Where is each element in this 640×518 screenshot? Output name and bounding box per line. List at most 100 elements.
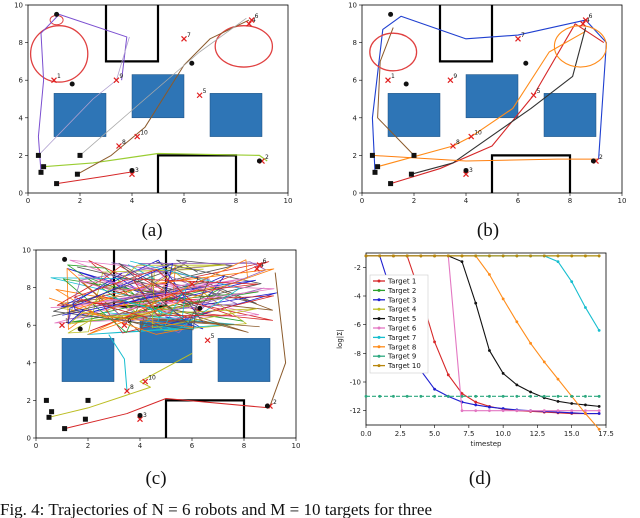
legend-label: Target 1 bbox=[387, 278, 416, 286]
series-point-8 bbox=[529, 341, 532, 345]
target-marker bbox=[196, 92, 203, 99]
y-tick-label: -6 bbox=[354, 321, 362, 329]
y-tick-label: 2 bbox=[19, 152, 23, 160]
series-point-5 bbox=[515, 383, 519, 387]
robot-end-marker bbox=[523, 60, 529, 66]
robot-end-marker bbox=[54, 11, 60, 17]
legend-swatch-dot bbox=[377, 364, 381, 368]
caption-c: (c) bbox=[145, 468, 167, 489]
target-marker bbox=[181, 35, 187, 42]
series-point-6 bbox=[570, 409, 574, 413]
figure-caption: Fig. 4: Trajectories of N = 6 robots and… bbox=[0, 500, 432, 518]
series-point-5 bbox=[570, 402, 574, 405]
series-point-7 bbox=[597, 329, 601, 332]
robot-end-marker bbox=[137, 412, 143, 418]
series-point-5 bbox=[474, 301, 478, 305]
series-point-1 bbox=[446, 373, 450, 377]
target-label: 1 bbox=[65, 318, 69, 325]
x-tick-label: 15.0 bbox=[564, 430, 580, 438]
legend-label: Target 6 bbox=[387, 325, 417, 333]
series-point-7 bbox=[584, 306, 587, 309]
target-marker bbox=[468, 133, 475, 140]
target-marker bbox=[530, 92, 537, 99]
x-tick-label: 0.0 bbox=[360, 430, 371, 438]
target-label: 4 bbox=[586, 17, 590, 24]
target-label: 5 bbox=[211, 333, 215, 340]
series-point-5 bbox=[529, 390, 532, 394]
series-point-8 bbox=[488, 273, 491, 276]
legend-swatch-dot bbox=[377, 326, 381, 330]
legend-label: Target 10 bbox=[387, 362, 421, 370]
x-tick-label: 17.5 bbox=[598, 430, 614, 438]
legend-label: Target 2 bbox=[387, 287, 416, 295]
series-point-10 bbox=[433, 254, 436, 258]
series-point-6 bbox=[542, 409, 546, 413]
series-point-8 bbox=[597, 427, 601, 431]
series-point-9 bbox=[584, 394, 587, 398]
target-marker bbox=[134, 133, 141, 140]
robot-marker bbox=[49, 409, 55, 415]
series-point-8 bbox=[584, 412, 587, 415]
legend-label: Target 9 bbox=[387, 353, 416, 361]
series-point-10 bbox=[446, 254, 450, 258]
x-tick-label: 10 bbox=[284, 197, 293, 205]
robot-trajectory bbox=[48, 352, 193, 418]
robot-marker bbox=[46, 414, 52, 420]
legend-swatch-dot bbox=[377, 354, 381, 358]
y-tick-label: 6 bbox=[353, 77, 358, 85]
obstacle-2 bbox=[465, 74, 519, 119]
obstacle-1 bbox=[387, 93, 441, 137]
target-marker bbox=[582, 17, 589, 23]
target-marker bbox=[189, 280, 195, 287]
series-point-1 bbox=[433, 340, 436, 344]
series-point-10 bbox=[570, 254, 574, 258]
series-point-10 bbox=[584, 254, 587, 258]
series-point-10 bbox=[419, 254, 423, 258]
robot-end-marker bbox=[62, 256, 68, 262]
series-point-7 bbox=[570, 280, 574, 284]
robot-trajectory bbox=[56, 171, 130, 185]
target-marker bbox=[580, 20, 586, 27]
robot-end-marker bbox=[590, 158, 596, 164]
y-tick-label: 4 bbox=[353, 114, 358, 122]
target-label: 7 bbox=[521, 32, 525, 39]
series-point-9 bbox=[501, 394, 505, 398]
target-label: 1 bbox=[57, 73, 61, 80]
series-point-6 bbox=[460, 409, 464, 413]
legend-label: Target 8 bbox=[387, 343, 416, 351]
target-label: 6 bbox=[255, 13, 259, 20]
series-point-3 bbox=[488, 405, 491, 409]
target-marker bbox=[385, 77, 391, 84]
series-point-9 bbox=[460, 394, 464, 398]
series-point-5 bbox=[501, 372, 505, 375]
y-tick-label: -2 bbox=[354, 264, 361, 272]
robot-end-marker bbox=[463, 167, 469, 173]
target-label: 5 bbox=[203, 88, 207, 95]
wall bbox=[104, 5, 160, 63]
robot-trajectory bbox=[79, 17, 247, 156]
x-tick-label: 2.5 bbox=[395, 430, 406, 438]
x-tick-label: 6 bbox=[190, 442, 195, 450]
series-point-6 bbox=[556, 409, 560, 413]
x-tick-label: 10.0 bbox=[495, 430, 511, 438]
series-point-10 bbox=[460, 254, 464, 258]
target-label: 4 bbox=[252, 17, 256, 24]
y-tick-label: -12 bbox=[350, 407, 361, 415]
series-point-9 bbox=[597, 394, 601, 398]
wall bbox=[438, 5, 494, 63]
robot-marker bbox=[35, 152, 41, 158]
target-marker bbox=[450, 143, 456, 149]
x-tick-label: 4 bbox=[464, 197, 469, 205]
y-tick-label: -4 bbox=[354, 293, 362, 301]
series-point-5 bbox=[460, 260, 464, 263]
series-point-7 bbox=[556, 260, 560, 263]
target-label: 3 bbox=[469, 167, 473, 174]
robot-trajectory bbox=[56, 265, 274, 334]
series-point-9 bbox=[556, 394, 560, 398]
series-point-9 bbox=[364, 394, 368, 398]
series-point-9 bbox=[474, 394, 478, 398]
series-point-10 bbox=[474, 254, 478, 258]
